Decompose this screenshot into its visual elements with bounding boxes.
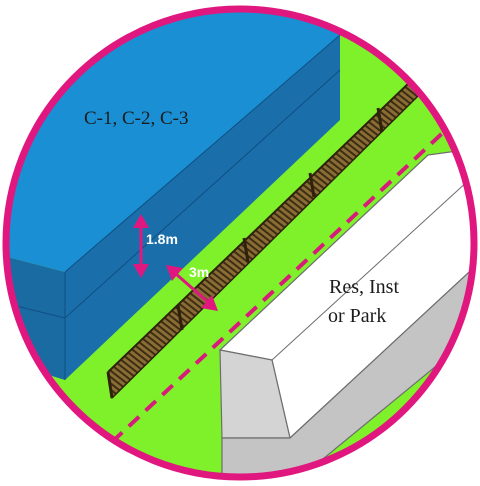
commercial-zone-label: C-1, C-2, C-3: [84, 108, 189, 129]
setback-label: 3m: [189, 264, 209, 280]
circular-frame: [2, 5, 478, 481]
adjacent-use-label-line2: or Park: [328, 305, 386, 327]
adjacent-use-label-line1: Res, Inst: [329, 276, 399, 298]
building-right-face: [65, 35, 340, 380]
setback-arrow: [166, 265, 218, 311]
property-line: [110, 96, 474, 444]
height-arrow: [133, 214, 149, 278]
adjacent-building: [218, 147, 474, 477]
fence-height-label: 1.8m: [146, 231, 178, 247]
